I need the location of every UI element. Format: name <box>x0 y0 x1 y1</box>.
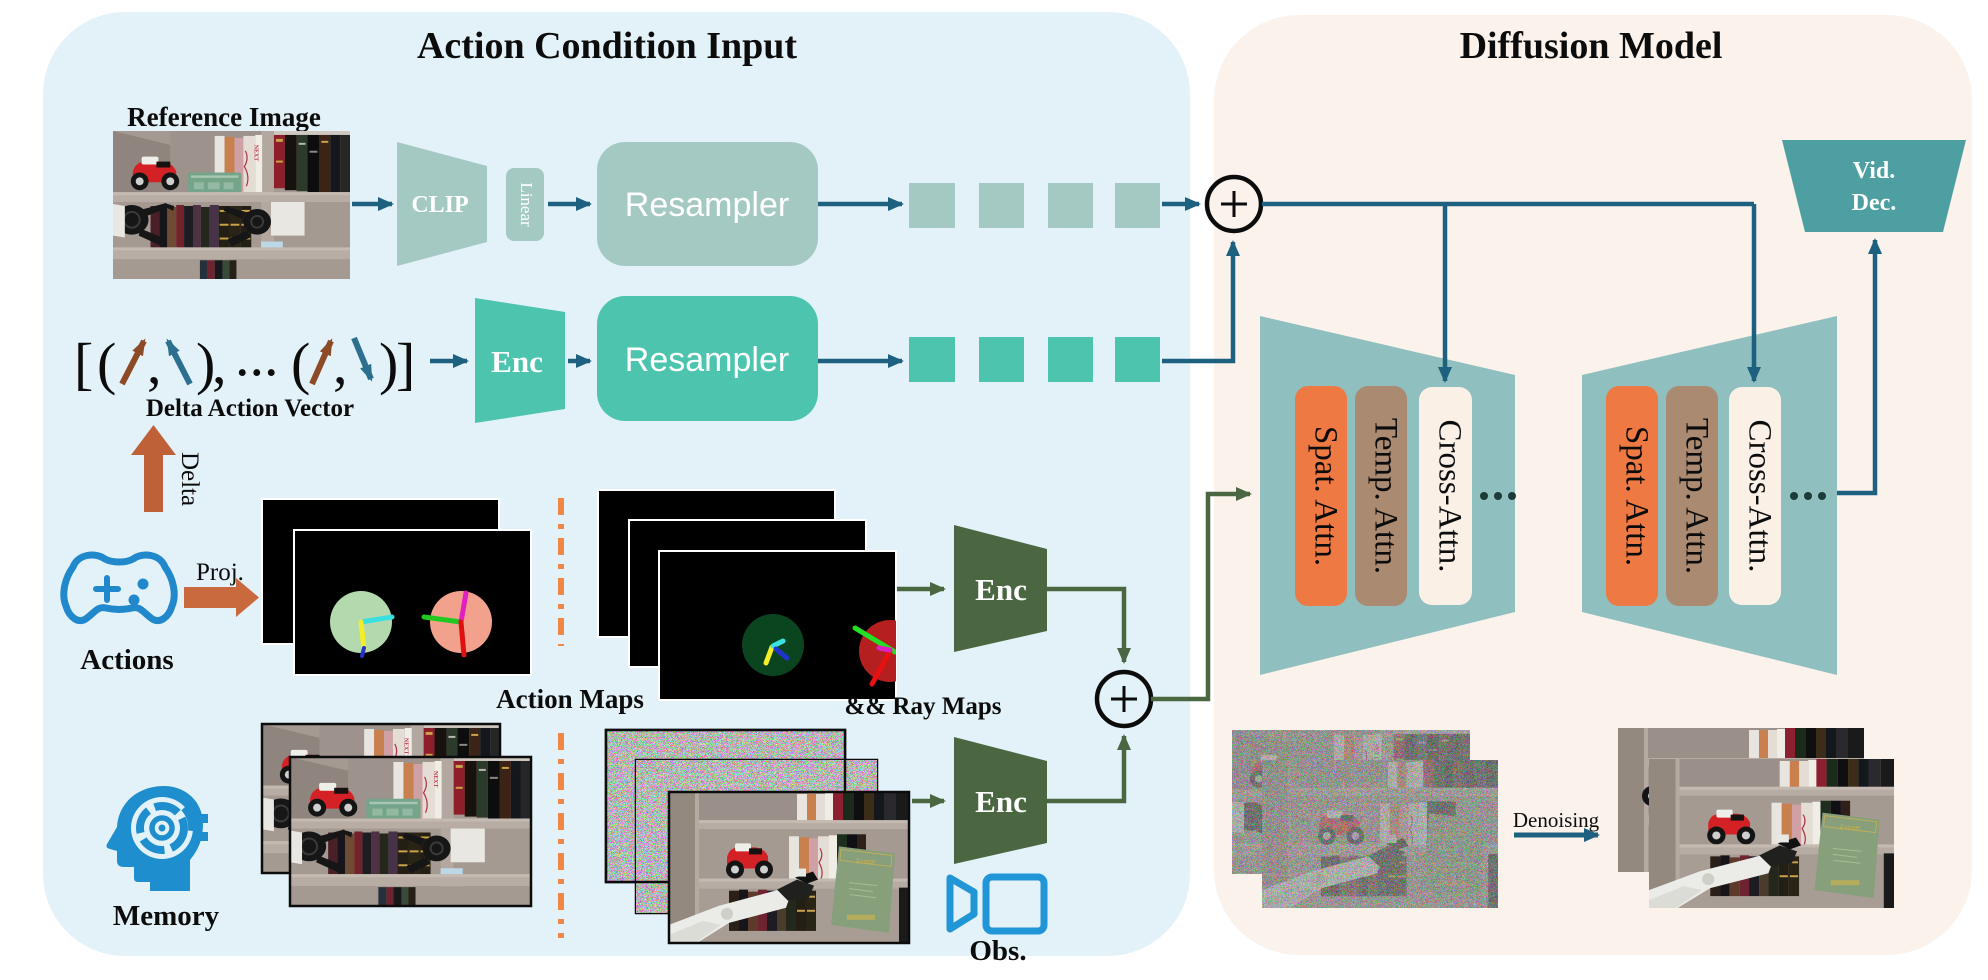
svg-text:): ) <box>196 331 215 396</box>
svg-text:Delta: Delta <box>176 452 203 506</box>
svg-text:Vid.: Vid. <box>1853 158 1895 184</box>
svg-text:Cross-Attn.: Cross-Attn. <box>1431 419 1467 572</box>
svg-text:(: ( <box>97 331 116 396</box>
svg-text:Enc: Enc <box>491 344 543 379</box>
svg-text:&& Ray Maps: && Ray Maps <box>845 693 1002 720</box>
svg-text:Enc: Enc <box>975 784 1027 819</box>
svg-text:Diffusion Model: Diffusion Model <box>1460 25 1723 67</box>
svg-text:,: , <box>147 331 162 396</box>
svg-text:Denoising: Denoising <box>1513 808 1600 832</box>
svg-text:Linear: Linear <box>517 182 536 227</box>
svg-text:Resampler: Resampler <box>625 341 789 379</box>
svg-text:Resampler: Resampler <box>625 186 789 224</box>
svg-text:Actions: Actions <box>80 644 173 676</box>
svg-text:]: ] <box>396 331 415 396</box>
svg-text:...: ... <box>235 323 279 388</box>
svg-text:,: , <box>333 331 348 396</box>
svg-text:): ) <box>379 331 398 396</box>
svg-text:Action Condition Input: Action Condition Input <box>417 25 797 67</box>
svg-text:[: [ <box>74 331 93 396</box>
svg-text:Temp. Attn.: Temp. Attn. <box>1678 418 1714 574</box>
svg-text:CLIP: CLIP <box>411 192 468 218</box>
svg-text:Action Maps: Action Maps <box>496 684 644 714</box>
svg-text:Obs.: Obs. <box>969 935 1026 967</box>
svg-text:Memory: Memory <box>113 900 220 932</box>
svg-text:Delta Action Vector: Delta Action Vector <box>146 395 354 422</box>
svg-text:Reference Image: Reference Image <box>127 102 321 132</box>
svg-text:Spat. Attn.: Spat. Attn. <box>1307 426 1343 566</box>
svg-text:Temp. Attn.: Temp. Attn. <box>1367 418 1403 574</box>
svg-text:Dec.: Dec. <box>1852 190 1897 216</box>
svg-text:(: ( <box>291 331 310 396</box>
svg-text:Cross-Attn.: Cross-Attn. <box>1741 419 1777 572</box>
svg-text:Enc: Enc <box>975 572 1027 607</box>
svg-text:Spat. Attn.: Spat. Attn. <box>1618 426 1654 566</box>
svg-text:Proj.: Proj. <box>196 559 244 586</box>
svg-text:,: , <box>212 331 227 396</box>
